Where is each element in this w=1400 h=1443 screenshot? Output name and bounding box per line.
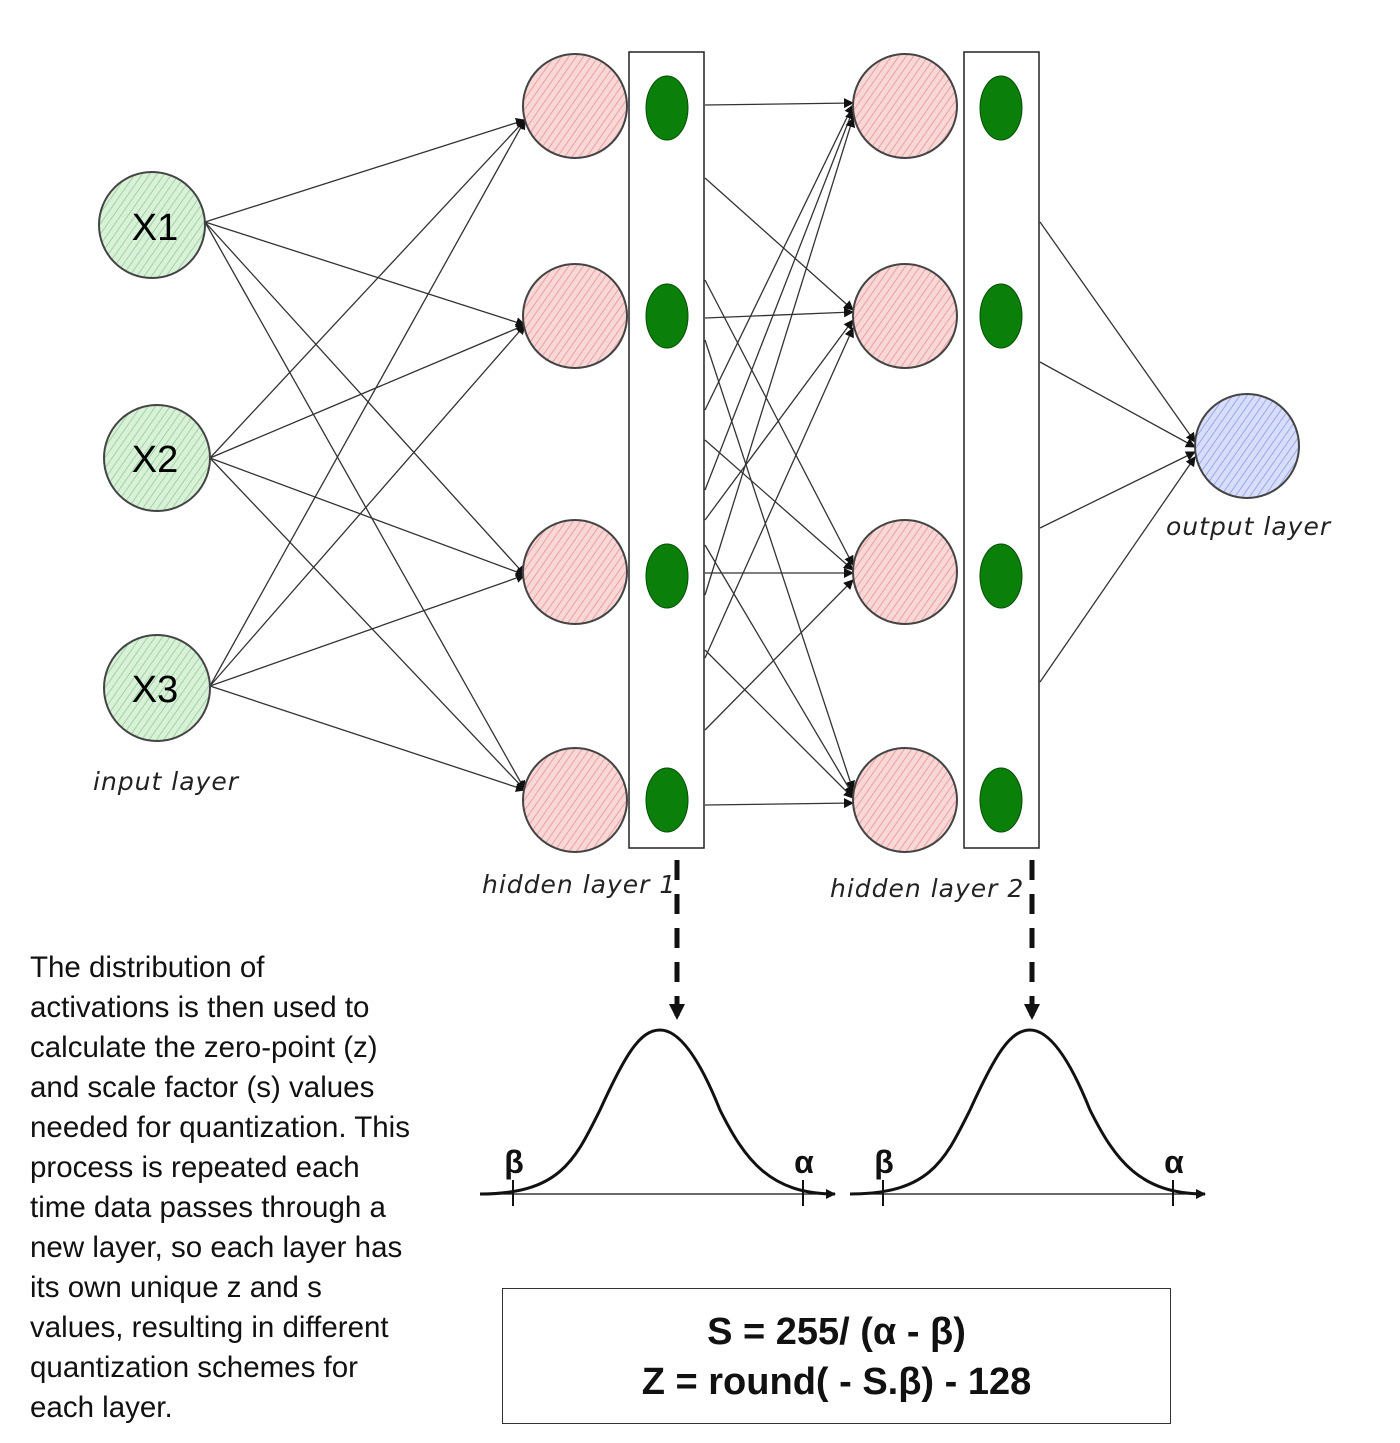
hidden1-activation-box — [628, 51, 705, 849]
hidden2-node — [852, 519, 958, 625]
output-node — [1194, 393, 1300, 499]
description-line: its own unique z and s — [30, 1271, 322, 1304]
description-line: needed for quantization. This — [30, 1111, 410, 1144]
input-to-hidden1-edges — [204, 117, 526, 792]
zero-point-formula: Z = round( - S.β) - 128 — [641, 1361, 1032, 1403]
hidden2-activation-dot — [979, 75, 1023, 141]
hidden1-activation-dot — [645, 767, 689, 833]
hidden1-node — [522, 263, 628, 369]
description-line: activations is then used to — [30, 991, 370, 1024]
hidden2-activation-dot — [979, 283, 1023, 349]
hidden2-node — [852, 747, 958, 853]
description-line: and scale factor (s) values — [30, 1071, 375, 1104]
hidden2-node — [852, 263, 958, 369]
hidden-layer-1: hidden layer 1 — [482, 51, 705, 899]
scale-formula: S = 255/ (α - β) — [707, 1311, 966, 1353]
hidden1-activation-dot — [645, 75, 689, 141]
hidden1-activation-dot — [645, 543, 689, 609]
distribution-2-bell — [849, 1028, 1206, 1196]
hidden1-node — [522, 53, 628, 159]
hidden-layer-2-label: hidden layer 2 — [830, 874, 1024, 903]
input-node-x1: X1 — [98, 171, 206, 279]
hidden-layer-2: hidden layer 2 — [830, 51, 1040, 903]
distribution-1-bell — [479, 1028, 836, 1196]
input-label-x3: X3 — [132, 669, 178, 711]
hidden1-to-hidden2-edges — [704, 98, 856, 809]
input-node-x3: X3 — [103, 634, 211, 742]
hidden1-activation-dot — [645, 283, 689, 349]
distribution-1-beta-label: β — [504, 1144, 524, 1180]
hidden2-activation-box — [963, 51, 1040, 849]
description-line: quantization schemes for — [30, 1351, 358, 1384]
distribution-1-alpha-label: α — [794, 1144, 814, 1180]
description-text: The distribution of activations is then … — [30, 948, 470, 1428]
description-line: each layer. — [30, 1391, 173, 1424]
hidden1-node — [522, 747, 628, 853]
description-line: values, resulting in different — [30, 1311, 389, 1344]
distribution-curve-2: β α — [849, 1028, 1206, 1206]
description-line: time data passes through a — [30, 1191, 386, 1224]
input-layer: X1 X2 X3 input layer — [93, 171, 240, 796]
input-label-x2: X2 — [132, 439, 178, 481]
hidden2-node — [852, 53, 958, 159]
hidden-layer-1-label: hidden layer 1 — [482, 870, 676, 899]
distribution-2-alpha-label: α — [1164, 1144, 1184, 1180]
description-line: The distribution of — [30, 951, 265, 984]
formula-box: S = 255/ (α - β) Z = round( - S.β) - 128 — [502, 1288, 1171, 1424]
distribution-2-beta-label: β — [874, 1144, 894, 1180]
distribution-curve-1: β α — [479, 1028, 836, 1206]
hidden2-activation-dot — [979, 543, 1023, 609]
description-line: process is repeated each — [30, 1151, 360, 1184]
input-node-x2: X2 — [103, 404, 211, 512]
description-line: new layer, so each layer has — [30, 1231, 403, 1264]
description-line: calculate the zero-point (z) — [30, 1031, 378, 1064]
hidden2-activation-dot — [979, 767, 1023, 833]
hidden2-to-output-edges — [1039, 221, 1196, 683]
output-layer-label: output layer — [1166, 512, 1332, 541]
input-label-x1: X1 — [132, 207, 178, 249]
input-layer-label: input layer — [93, 767, 240, 796]
output-layer: output layer — [1166, 393, 1332, 541]
hidden1-node — [522, 519, 628, 625]
